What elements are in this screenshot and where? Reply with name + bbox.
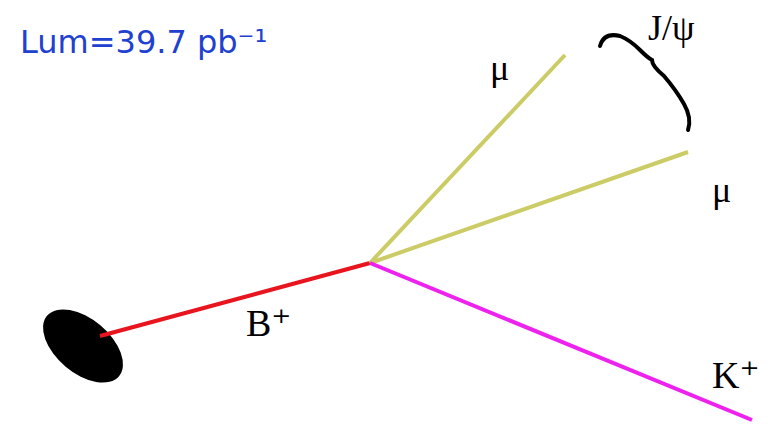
kaon-track — [370, 263, 752, 420]
curly-brace — [600, 35, 689, 130]
particle-label: J/ψ — [648, 10, 695, 46]
particle-label: K⁺ — [712, 356, 760, 394]
muon-track — [370, 55, 565, 263]
muon-track — [370, 152, 688, 263]
b-meson-track — [100, 263, 370, 336]
particle-label: μ — [712, 172, 731, 208]
interaction-point — [30, 295, 137, 397]
particle-label: μ — [490, 50, 509, 86]
particle-label: B⁺ — [246, 304, 291, 342]
luminosity-note: Lum=39.7 pb⁻¹ — [20, 26, 267, 58]
